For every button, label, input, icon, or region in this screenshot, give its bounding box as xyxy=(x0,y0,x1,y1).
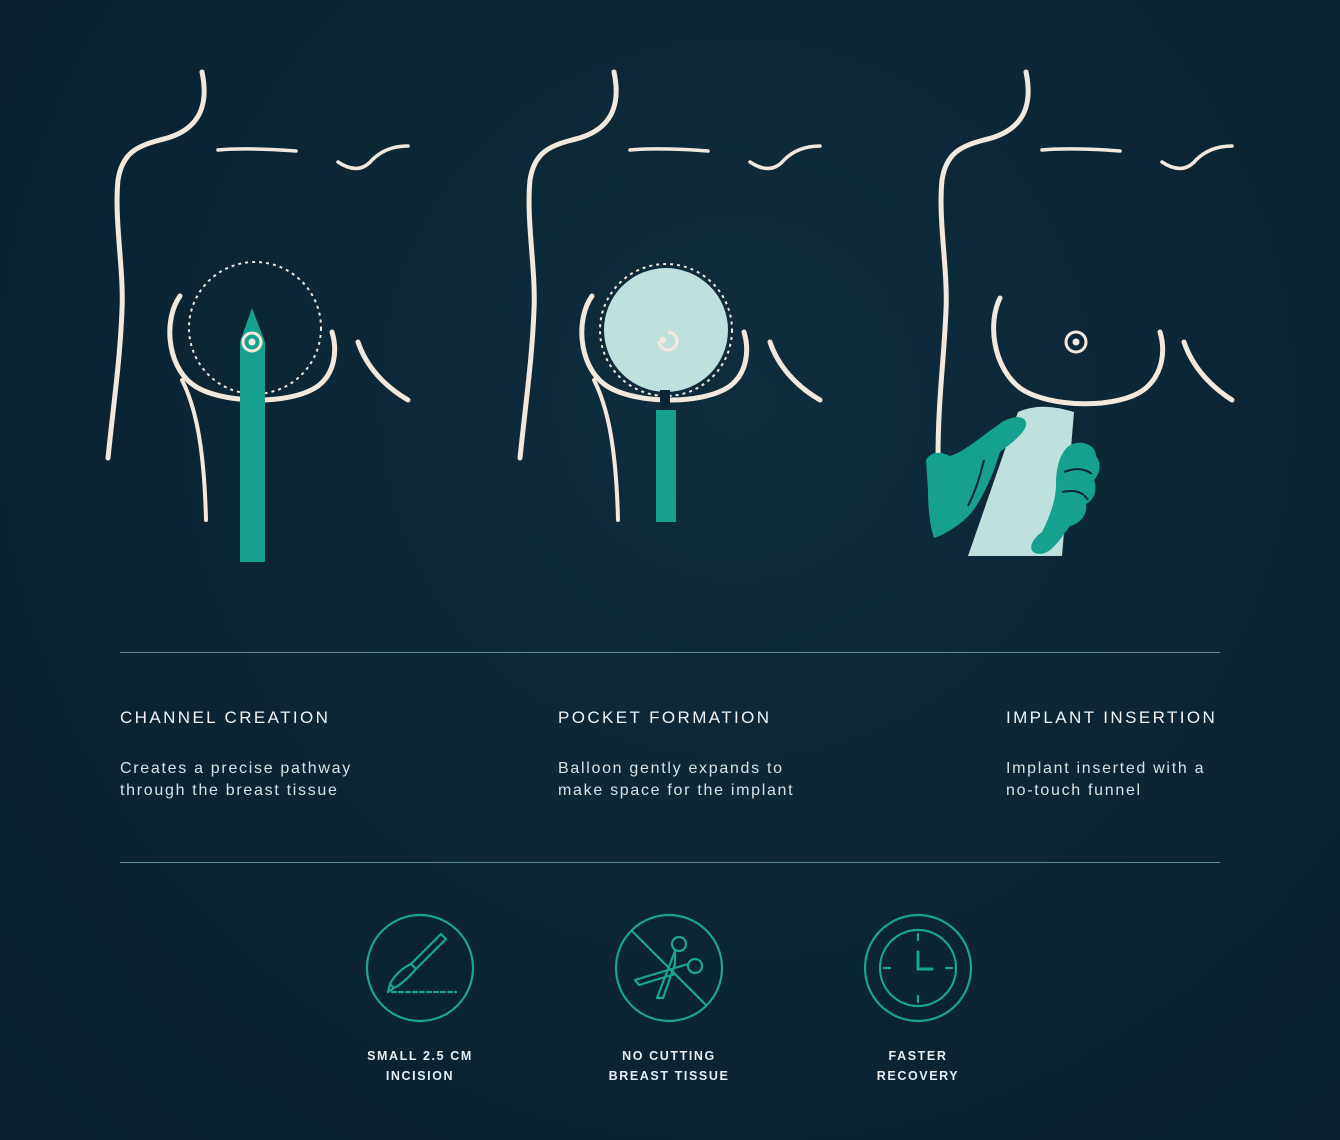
step-description: Creates a precise pathway through the br… xyxy=(120,760,352,799)
balloon-catheter xyxy=(656,410,676,522)
step-title: CHANNEL CREATION xyxy=(120,708,331,727)
divider-bottom xyxy=(120,862,1220,863)
breast-left-outline xyxy=(991,295,1166,407)
neck-shoulder-outline xyxy=(517,69,619,461)
feature-label: FASTER RECOVERY xyxy=(876,1049,960,1083)
clavicle-left xyxy=(1040,147,1122,153)
illustration-implant-insertion xyxy=(924,60,1244,580)
torso-channel-svg xyxy=(105,69,411,562)
no-touch-funnel xyxy=(968,406,1074,556)
torso-pocket-svg xyxy=(517,69,823,522)
illustration-pocket-formation xyxy=(512,60,832,580)
illustration-channel-creation xyxy=(100,60,420,580)
breast-right-outline xyxy=(355,339,411,403)
step-title: IMPLANT INSERTION xyxy=(1006,708,1218,727)
breast-left-outline xyxy=(579,293,750,403)
breast-right-outline xyxy=(1181,339,1235,403)
no-scissors-icon xyxy=(614,913,724,1023)
torso-implant-svg xyxy=(926,69,1235,556)
nipple-icon xyxy=(1064,330,1088,354)
feature-small-incision: SMALL 2.5 CM INCISION xyxy=(320,912,520,1086)
step-channel-creation: CHANNEL CREATION Creates a precise pathw… xyxy=(120,708,420,802)
step-implant-insertion: IMPLANT INSERTION Implant inserted with … xyxy=(1006,708,1236,802)
clavicle-right xyxy=(336,144,410,171)
channel-target-ring xyxy=(188,261,322,395)
step-pocket-formation: POCKET FORMATION Balloon gently expands … xyxy=(558,708,858,802)
balloon-pocket xyxy=(604,268,728,392)
neck-shoulder-outline xyxy=(935,69,1031,461)
feature-label: SMALL 2.5 CM INCISION xyxy=(367,1049,473,1083)
feature-label: NO CUTTING BREAST TISSUE xyxy=(608,1049,730,1083)
gloved-hand-left xyxy=(926,417,1027,538)
clavicle-left xyxy=(628,147,710,153)
neck-shoulder-outline xyxy=(105,69,207,461)
torso-side-line xyxy=(592,378,620,522)
breast-right-outline xyxy=(767,339,823,403)
clavicle-right xyxy=(1160,144,1234,171)
balloon-neck xyxy=(660,390,670,412)
divider-top xyxy=(120,652,1220,653)
clavicle-right xyxy=(748,144,822,171)
step-description: Balloon gently expands to make space for… xyxy=(558,760,795,799)
feature-no-cutting: NO CUTTING BREAST TISSUE xyxy=(569,912,769,1086)
clavicle-left xyxy=(216,147,298,153)
breast-left-outline xyxy=(167,293,338,403)
clock-icon xyxy=(863,913,973,1023)
nipple-icon xyxy=(657,330,679,352)
scalpel-icon xyxy=(365,913,475,1023)
pocket-boundary-ring xyxy=(599,263,733,397)
channel-instrument-shaft xyxy=(240,342,265,562)
step-description: Implant inserted with a no-touch funnel xyxy=(1006,760,1206,799)
feature-faster-recovery: FASTER RECOVERY xyxy=(818,912,1018,1086)
torso-side-line xyxy=(180,378,208,522)
step-title: POCKET FORMATION xyxy=(558,708,772,727)
